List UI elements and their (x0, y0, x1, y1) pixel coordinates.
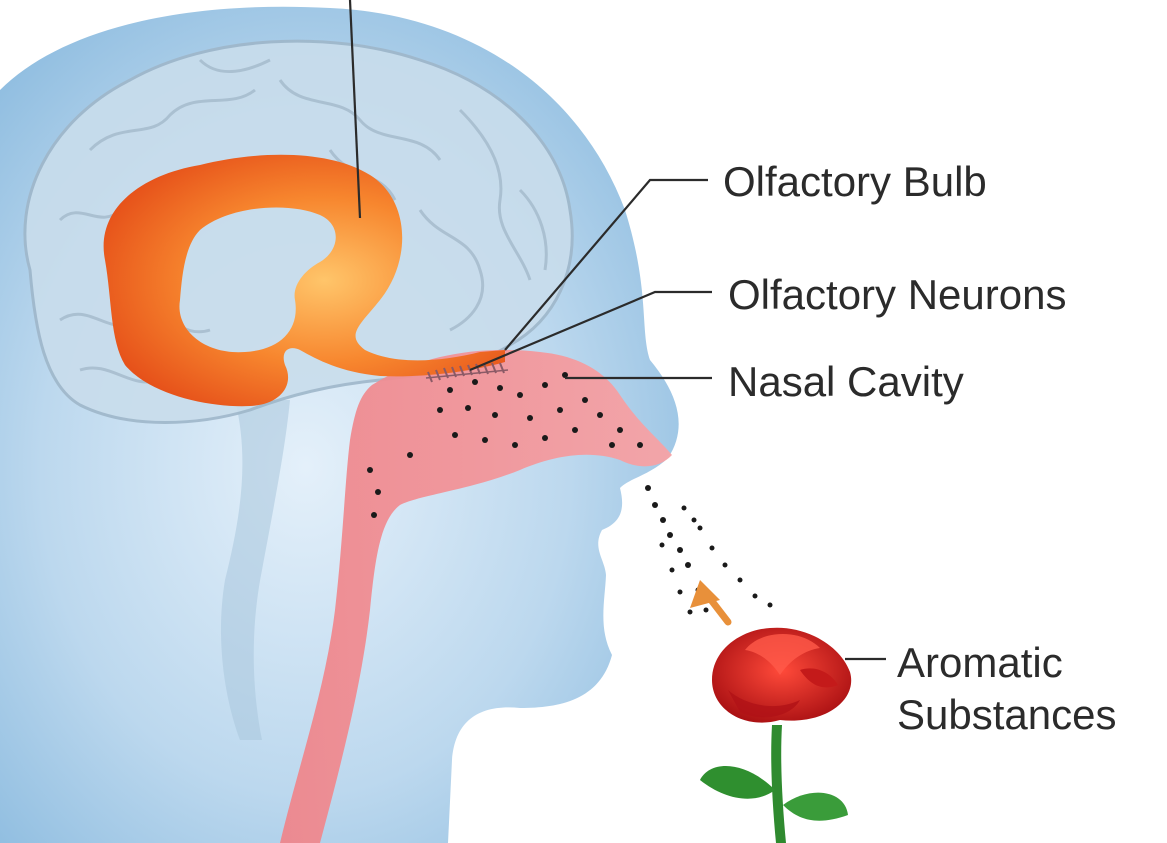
label-olfactory-bulb: Olfactory Bulb (723, 158, 987, 206)
label-olfactory-neurons: Olfactory Neurons (728, 271, 1066, 319)
label-aromatic-substances: Aromatic Substances (897, 637, 1116, 741)
rose-icon (700, 628, 851, 843)
label-nasal-cavity: Nasal Cavity (728, 358, 964, 406)
scent-arrow (690, 580, 728, 622)
label-aromatic-line2: Substances (897, 689, 1116, 741)
label-aromatic-line1: Aromatic (897, 637, 1116, 689)
